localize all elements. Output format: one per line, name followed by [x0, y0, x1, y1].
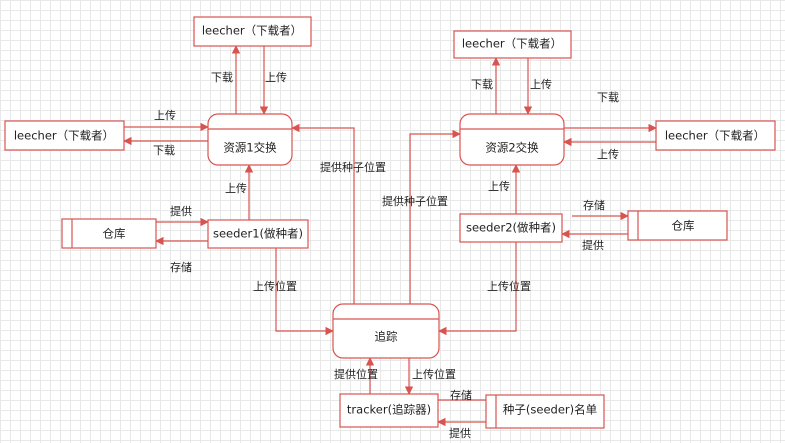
tracking-process[interactable]: 追踪 — [332, 303, 440, 359]
label-download: 下载 — [471, 78, 493, 91]
label-upload: 上传 — [597, 148, 619, 161]
label-download: 下载 — [153, 144, 175, 157]
label-provide-position: 提供位置 — [334, 367, 378, 381]
label-upload: 上传 — [154, 109, 176, 122]
node-label: 仓库 — [672, 219, 695, 233]
seed-list-store[interactable]: 种子(seeder)名单 — [485, 394, 605, 429]
exchange2-process[interactable]: 资源2交换 — [459, 113, 565, 166]
edge-tracking-to-exchange2 — [409, 129, 461, 304]
node-label: 仓库 — [103, 227, 126, 241]
label-upload-position: 上传位置 — [487, 279, 531, 293]
node-label: seeder2(做种者) — [466, 221, 556, 235]
node-label: 资源2交换 — [485, 141, 539, 155]
label-upload: 上传 — [530, 78, 552, 91]
label-store: 存储 — [450, 388, 472, 402]
node-label: leecher（下载者） — [202, 24, 302, 38]
edge-tracking-to-exchange1 — [291, 123, 355, 304]
node-label: leecher（下载者） — [462, 37, 562, 51]
node-label: tracker(追踪器) — [347, 403, 431, 417]
label-download: 下载 — [211, 71, 233, 84]
label-provide: 提供 — [449, 426, 471, 440]
edge-seeder1-to-tracking — [275, 248, 334, 336]
node-label: 资源1交换 — [223, 141, 277, 155]
label-store: 存储 — [170, 260, 192, 274]
label-download: 下载 — [597, 91, 619, 104]
label-store: 存储 — [583, 198, 605, 212]
label-upload: 上传 — [488, 180, 510, 193]
node-label: seeder1(做种者) — [213, 227, 303, 241]
label-upload: 上传 — [265, 71, 287, 84]
label-upload-position: 上传位置 — [253, 279, 297, 293]
node-label: leecher（下载者） — [665, 129, 765, 143]
leecher-node[interactable]: leecher（下载者） — [4, 120, 125, 151]
leecher-node[interactable]: leecher（下载者） — [193, 16, 312, 47]
label-provide-seed-position: 提供种子位置 — [382, 194, 448, 208]
edge-seeder2-to-tracking — [438, 242, 517, 336]
node-label: 种子(seeder)名单 — [503, 403, 597, 417]
label-upload-position: 上传位置 — [412, 367, 456, 381]
warehouse-store[interactable]: 仓库 — [61, 218, 157, 249]
leecher-node[interactable]: leecher（下载者） — [655, 120, 776, 151]
node-label: leecher（下载者） — [14, 129, 114, 143]
seeder2-node[interactable]: seeder2(做种者) — [459, 213, 563, 243]
label-upload: 上传 — [225, 182, 247, 195]
label-provide: 提供 — [582, 238, 604, 252]
label-provide: 提供 — [170, 204, 192, 218]
node-label: 追踪 — [375, 330, 398, 344]
exchange1-process[interactable]: 资源1交换 — [207, 113, 293, 166]
leecher-node[interactable]: leecher（下载者） — [453, 30, 572, 59]
seeder1-node[interactable]: seeder1(做种者) — [207, 219, 309, 249]
tracker-node[interactable]: tracker(追踪器) — [339, 393, 439, 428]
label-provide-seed-position: 提供种子位置 — [320, 160, 386, 174]
warehouse-store[interactable]: 仓库 — [627, 210, 728, 241]
